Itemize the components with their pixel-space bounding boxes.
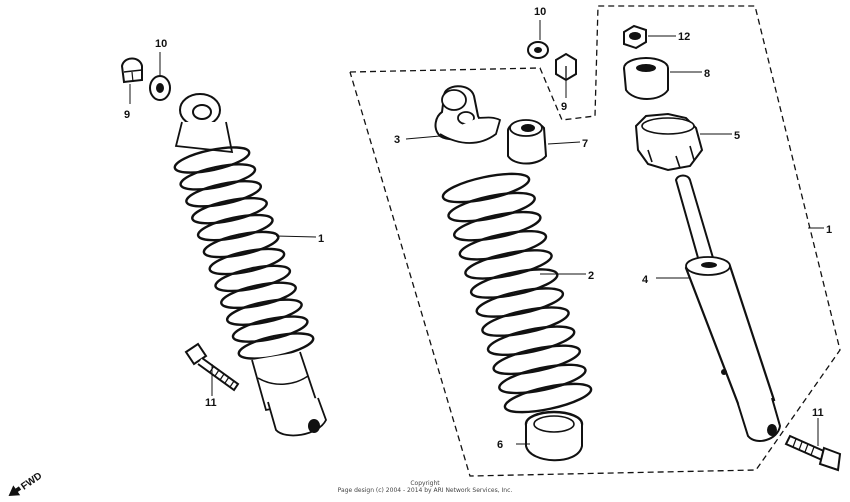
spring-coil [191,196,268,225]
callout-3: 3 [394,134,400,146]
callout-1-left: 1 [318,233,324,245]
spring-coil [173,146,251,174]
callout-12: 12 [678,31,690,43]
spring-coil [447,191,536,223]
spring-coil [441,172,531,204]
callout-7: 7 [582,138,588,150]
spring-coil [196,213,274,242]
spring-coil [202,230,280,259]
spring-coil [481,306,570,337]
washer-left [149,75,171,101]
spring-seat-upper [434,85,502,144]
rubber-bush [623,57,669,100]
spring-coil [492,344,581,376]
callout-9-mid: 9 [561,101,567,113]
damper-unit [674,174,782,442]
callout-9-left: 9 [124,109,130,121]
spring-adjuster [634,112,704,172]
collar [507,119,548,165]
callout-10-mid: 10 [534,6,546,18]
spring-coil [225,298,303,326]
callout-4: 4 [642,274,649,286]
spring-coil [220,281,297,310]
callout-11-left: 11 [205,397,217,409]
assembled-rear-shock [173,93,327,437]
washer-mid [527,41,549,59]
callout-5: 5 [734,130,740,142]
copyright-line: Copyright [410,480,440,487]
callout-8: 8 [704,68,710,80]
callout-11-right: 11 [812,407,824,419]
spring-coil [231,315,309,343]
spring-coil [214,264,292,293]
lock-nut [623,24,647,50]
spring-coil [179,163,257,191]
callout-2: 2 [588,270,594,282]
spring-coil [475,287,565,318]
copyright-notice: Page design (c) 2004 - 2014 by ARI Netwo… [337,487,513,494]
leader-lines [129,20,824,446]
cap-nut-left [120,57,143,84]
callout-1-right: 1 [826,224,832,236]
dust-seal-cap [524,410,584,462]
coil-spring [441,172,593,414]
spring-coil [503,382,593,414]
bolt-left [184,342,240,392]
spring-coil [464,249,553,280]
spring-coil [185,180,263,208]
spring-coil [486,325,576,357]
spring-coil [208,247,286,276]
spring-coil [469,268,559,299]
nut-mid [555,52,577,82]
bolt-right [784,434,842,472]
exploded-group-outline [349,5,841,477]
spring-coil [453,210,542,242]
callout-6: 6 [497,439,503,451]
spring-coil [458,229,548,261]
callout-10-left: 10 [155,38,167,50]
spring-coil [498,363,587,395]
